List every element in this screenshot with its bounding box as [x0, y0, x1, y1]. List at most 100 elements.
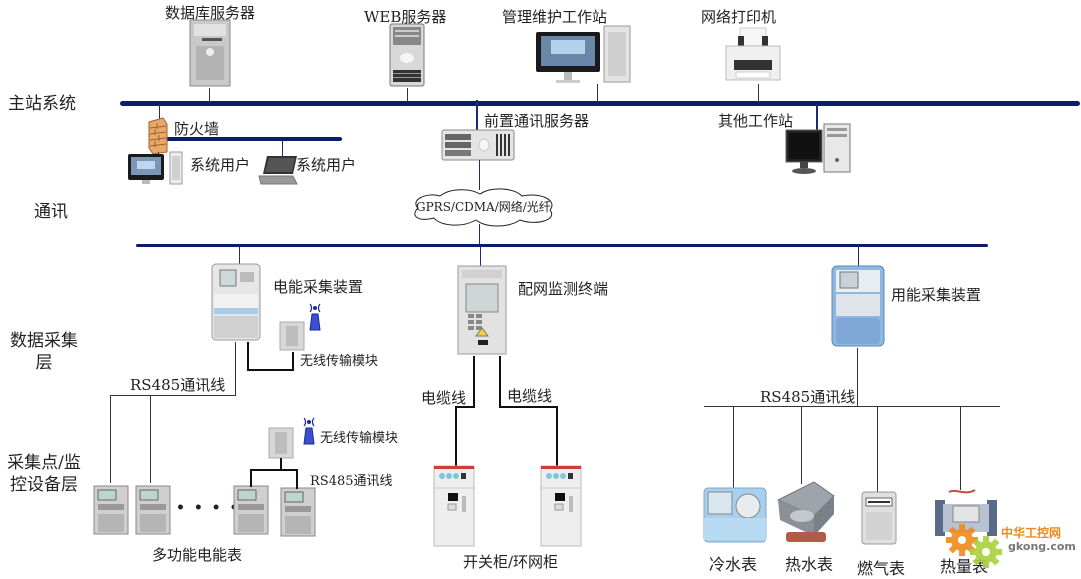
- layer-label-master: 主站系统: [8, 94, 76, 114]
- cold-water-link: [733, 406, 734, 488]
- meter-3-link: [250, 469, 252, 487]
- layer-label-acquisition-line1: 数据采集: [10, 331, 78, 351]
- collector-module-wire-v: [247, 342, 249, 370]
- usage-collector-link: [858, 244, 859, 268]
- other-station-label: 其他工作站: [718, 112, 794, 130]
- rs485-right-label: RS485通讯线: [760, 388, 856, 406]
- front-comm-server-label: 前置通讯服务器: [484, 112, 590, 130]
- system-user-desktop-icon: [128, 151, 183, 185]
- db-server-icon: [189, 19, 231, 87]
- rs485-small-bus: [250, 469, 298, 471]
- front-server-cloud-link: [479, 160, 480, 190]
- cloud-bus-link: [479, 224, 480, 244]
- layer-label-acquisition: 数据采集 层: [4, 330, 84, 374]
- cable-1-wire-v: [473, 356, 475, 406]
- firewall-link: [159, 104, 160, 120]
- layer-label-acquisition-line2: 层: [35, 353, 53, 373]
- rs485-small-label: RS485通讯线: [310, 474, 393, 489]
- switchgear-1-icon: [433, 465, 475, 547]
- usage-collector-label: 用能采集装置: [891, 286, 982, 304]
- layer-label-field-line1: 采集点/监: [7, 453, 81, 473]
- switchgear-label: 开关柜/环网柜: [463, 553, 559, 571]
- usage-collector-rs485-link: [857, 348, 858, 406]
- cable-2-wire-v: [499, 356, 501, 406]
- cold-water-label: 冷水表: [709, 555, 758, 574]
- wireless-module-2-icon: [268, 427, 294, 459]
- layer-label-comm: 通讯: [34, 202, 68, 222]
- hot-water-link: [801, 406, 802, 484]
- mgmt-station-icon: [536, 25, 631, 83]
- heat-meter-icon: [935, 489, 997, 536]
- wireless-antenna-icon: [309, 303, 321, 331]
- multi-meter-3-icon: [233, 485, 269, 535]
- system-user-1-label: 系统用户: [190, 156, 251, 174]
- printer-link: [758, 84, 759, 102]
- firewall-label: 防火墙: [174, 120, 220, 138]
- gas-meter-icon: [861, 491, 897, 545]
- energy-collector-icon: [211, 263, 261, 341]
- hot-water-label: 热水表: [785, 555, 834, 574]
- collector-module-wire-h: [247, 369, 293, 371]
- wireless-antenna-2-icon: [303, 417, 315, 445]
- heat-link: [960, 406, 961, 490]
- gas-link: [877, 406, 878, 492]
- other-station-icon: [785, 123, 851, 174]
- energy-collector-label: 电能采集装置: [273, 278, 364, 296]
- gas-label: 燃气表: [857, 559, 906, 578]
- front-comm-server-icon: [441, 129, 515, 161]
- dist-terminal-label: 配网监测终端: [518, 280, 609, 298]
- rs485-left-label: RS485通讯线: [130, 376, 226, 394]
- cable-1-label: 电缆线: [421, 389, 467, 407]
- cable-2-wire-down: [556, 406, 558, 466]
- wireless-module-1-label: 无线传输模块: [300, 354, 379, 369]
- other-station-link: [816, 104, 818, 130]
- meter-4-link: [296, 469, 298, 489]
- cable-1-wire-down: [455, 406, 457, 466]
- watermark-en: gkong.com: [1008, 540, 1076, 553]
- energy-collector-link: [239, 247, 240, 265]
- master-bus: [120, 101, 1080, 106]
- mgmt-station-link: [597, 84, 598, 102]
- multi-meter-2-icon: [135, 485, 171, 535]
- collector-rs485-link: [235, 342, 236, 396]
- meter-2-link: [150, 395, 151, 483]
- web-server-label: WEB服务器: [364, 8, 447, 26]
- layer-label-field: 采集点/监 控设备层: [0, 452, 88, 496]
- usage-collector-icon: [831, 265, 885, 347]
- comm-bus: [136, 244, 988, 247]
- rs485-left-bus: [110, 395, 236, 396]
- cable-2-label: 电缆线: [507, 387, 553, 405]
- multi-meter-1-icon: [93, 485, 129, 535]
- comm-cloud-label: GPRS/CDMA/网络/光纤: [416, 200, 551, 214]
- db-server-label: 数据库服务器: [165, 4, 256, 22]
- system-user-laptop-icon: [258, 156, 298, 185]
- collector-module-wire-v2: [292, 352, 294, 371]
- system-user-2-label: 系统用户: [296, 156, 357, 174]
- web-server-icon: [389, 23, 425, 87]
- rs485-right-bus: [704, 406, 1000, 407]
- multi-meter-4-icon: [280, 487, 316, 537]
- multi-meter-label: 多功能电能表: [152, 546, 243, 564]
- laptop-link: [282, 140, 283, 160]
- dist-terminal-link: [480, 247, 481, 267]
- front-server-bus-link: [476, 100, 478, 130]
- hot-water-meter-icon: [776, 481, 835, 542]
- watermark-gears-icon: [946, 524, 1002, 568]
- switchgear-2-icon: [540, 465, 582, 547]
- printer-icon: [725, 27, 781, 81]
- firewall-subnet-bus: [166, 137, 342, 141]
- watermark-cn: 中华工控网: [1001, 526, 1062, 540]
- wireless-module-2-label: 无线传输模块: [320, 431, 399, 446]
- firewall-icon: [148, 117, 168, 155]
- mgmt-station-label: 管理维护工作站: [502, 8, 608, 26]
- meter-1-link: [110, 395, 111, 483]
- layer-label-field-line2: 控设备层: [10, 475, 78, 495]
- module2-wire-v: [280, 458, 282, 470]
- db-server-link: [209, 88, 210, 102]
- comm-cloud-shape: [414, 188, 553, 227]
- dist-terminal-icon: [457, 265, 507, 355]
- cable-1-wire-h: [455, 406, 475, 408]
- cable-2-wire-h: [499, 406, 557, 408]
- web-server-link: [407, 88, 408, 102]
- cold-water-meter-icon: [703, 487, 767, 543]
